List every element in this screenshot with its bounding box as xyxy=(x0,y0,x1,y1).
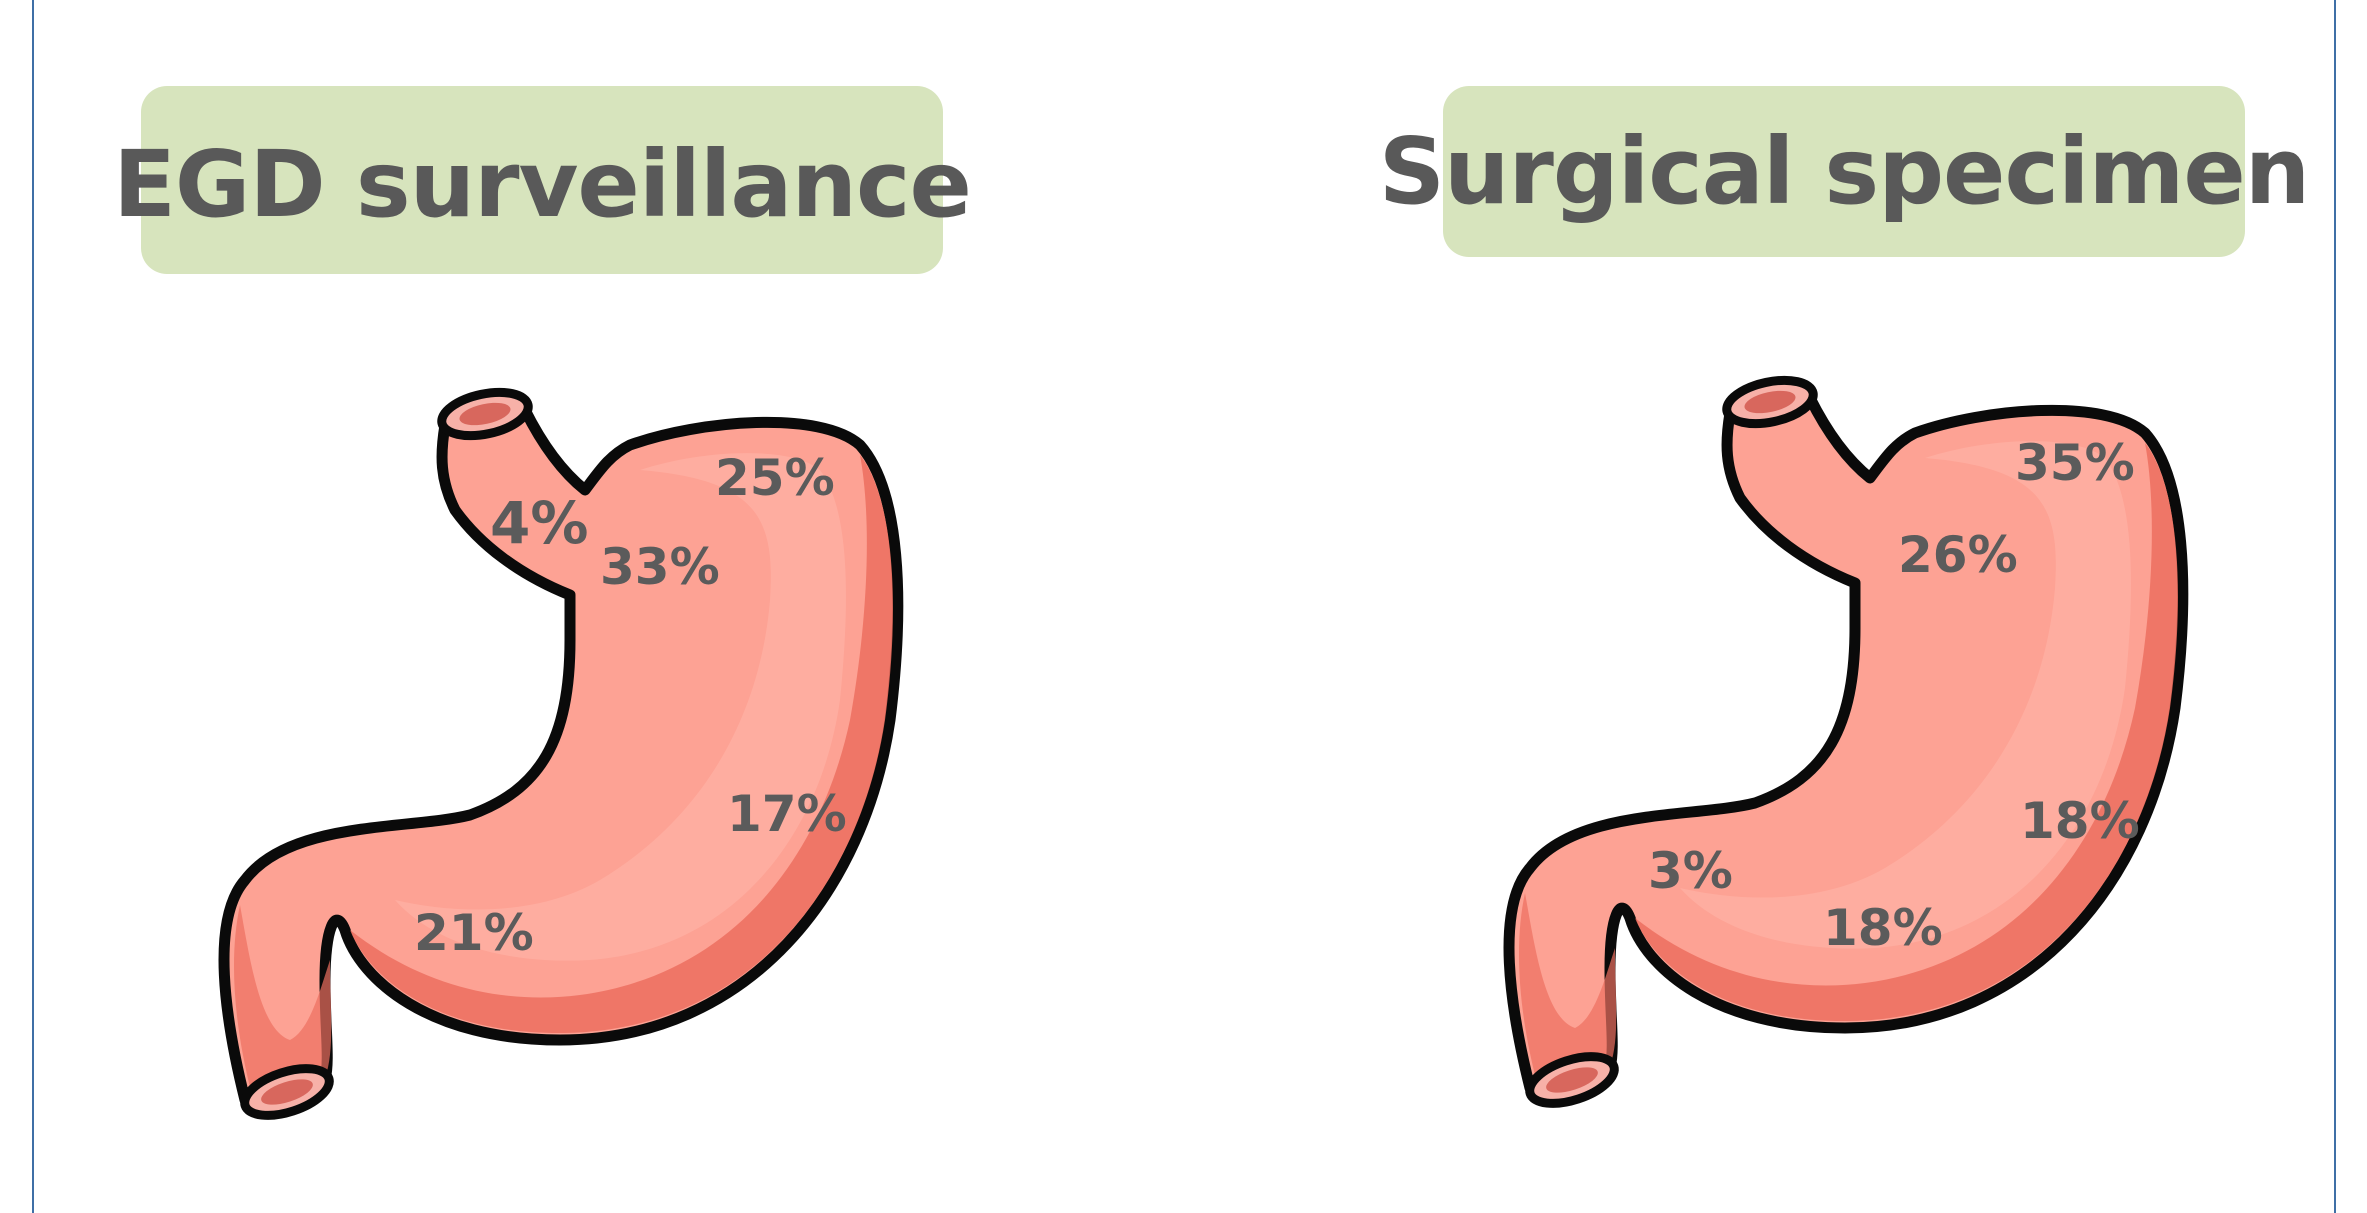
pct-right-body: 18% xyxy=(2020,792,2140,850)
pct-right-pylorus: 3% xyxy=(1648,842,1733,900)
pct-right-antrum: 18% xyxy=(1823,899,1943,957)
pct-left-body: 17% xyxy=(727,785,847,843)
pct-left-cardia: 33% xyxy=(600,538,720,596)
pct-left-antrum: 21% xyxy=(414,904,534,962)
pct-right-cardia: 26% xyxy=(1898,526,2018,584)
pct-left-fundus: 25% xyxy=(715,449,835,507)
pct-left-gej: 4% xyxy=(490,489,588,557)
pct-right-fundus: 35% xyxy=(2015,434,2135,492)
